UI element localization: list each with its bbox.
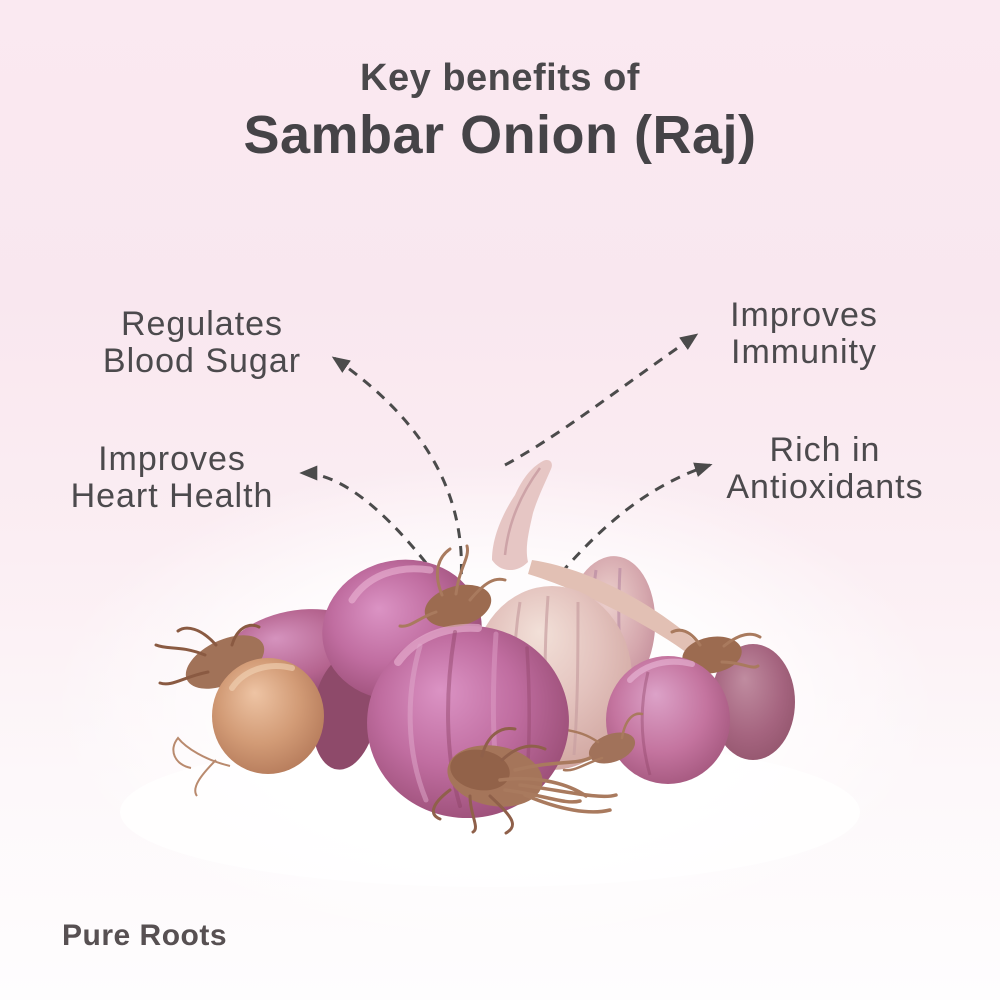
root-tuft-front [432,726,618,835]
onion-neck-strap [528,560,703,657]
onion-sprout [492,459,552,571]
onion-front-right [606,656,730,784]
page-title: Sambar Onion (Raj) [243,105,757,165]
onion-highlight [348,565,434,604]
arrow-immunity [504,333,699,467]
benefit-line: Improves [98,440,246,478]
sambar-onion-pile-image [154,459,795,835]
arrow-blood-sugar [331,356,463,593]
benefit-arrows [299,333,713,593]
benefit-label-immunity: Improves Immunity [730,297,878,371]
benefit-label-heart-health: Improves Heart Health [71,441,274,515]
onion-tan [212,658,324,774]
benefit-line: Immunity [731,333,877,371]
benefit-line: Heart Health [70,477,274,515]
benefit-line: Antioxidants [726,468,924,506]
root-tuft-center [398,544,507,628]
arrow-antioxidants [559,462,713,575]
header-subtitle: Key benefits of [360,57,640,99]
benefit-line: Blood Sugar [102,342,302,380]
benefit-label-antioxidants: Rich in Antioxidants [726,432,923,506]
benefit-line: Regulates [120,305,284,343]
brand-logo-text: Pure Roots [62,919,228,952]
onion-far-right [711,644,795,760]
benefit-line: Improves [730,296,878,334]
benefit-line: Rich in [769,431,881,469]
benefit-label-blood-sugar: Regulates Blood Sugar [103,306,301,380]
